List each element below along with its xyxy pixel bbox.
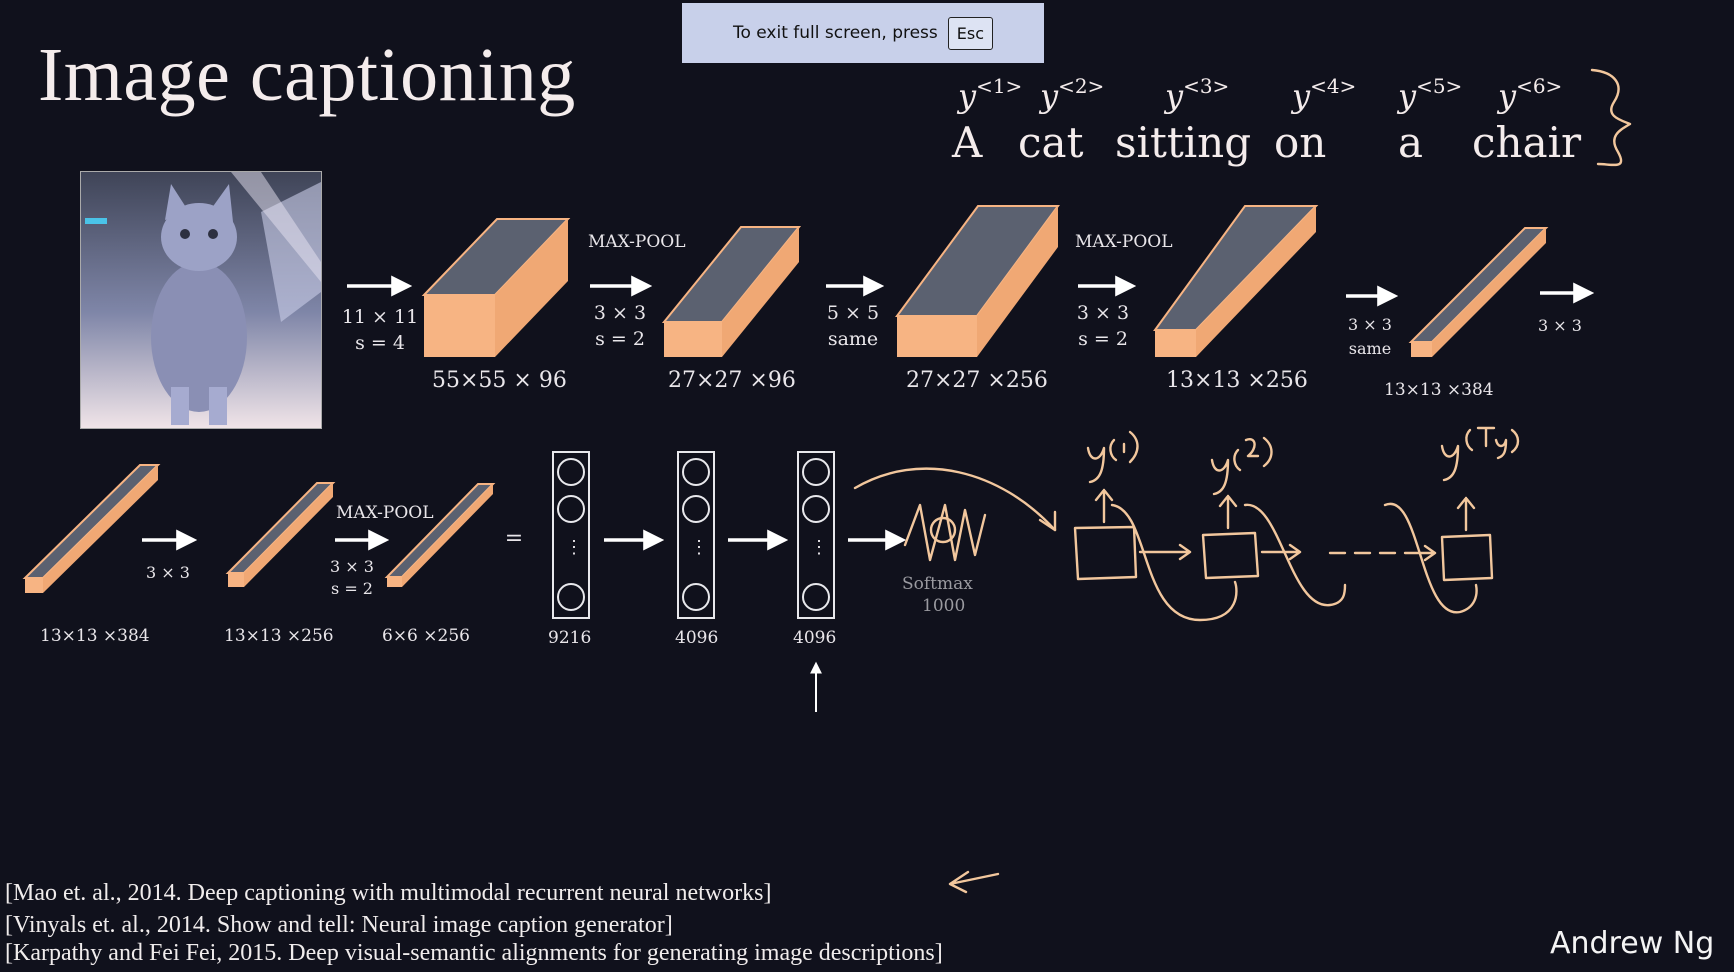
fullscreen-notice-text: To exit full screen, press <box>732 23 938 43</box>
maxpool-label-1: MAX-POOL <box>588 232 686 252</box>
caption-word-6: chair <box>1472 118 1582 167</box>
op-label-conv2: 5 × 5 same <box>826 302 880 350</box>
dim-label: 13×13 ×384 <box>1384 380 1494 400</box>
volume-55x55x96 <box>421 218 571 357</box>
fc-size-label: 4096 <box>793 628 837 648</box>
volume-27x27x256 <box>895 205 1060 357</box>
dim-label: 6×6 ×256 <box>382 626 470 646</box>
caption-word-4: on <box>1274 118 1327 167</box>
op-label-conv3: 3 × 3 same <box>1348 315 1392 358</box>
op-label-conv4: 3 × 3 <box>1538 316 1582 335</box>
fc-layer-4096-b <box>797 451 835 619</box>
fc-ellipsis: ⋮ <box>810 537 828 558</box>
handwritten-annotations <box>853 68 1632 894</box>
caption-label-3: y<3> <box>1165 74 1230 115</box>
dim-label: 27×27 ×256 <box>906 368 1048 393</box>
volume-13x13x384-row2 <box>22 464 161 593</box>
dim-label: 13×13 ×256 <box>1166 368 1308 393</box>
volume-13x13x384-row1 <box>1408 227 1549 357</box>
op-label-pool1: 3 × 3 s = 2 <box>593 302 647 350</box>
caption-label-6: y<6> <box>1498 74 1563 115</box>
fc-layer-4096-a <box>677 451 715 619</box>
fc-ellipsis: ⋮ <box>565 537 583 558</box>
caption-word-5: a <box>1398 118 1424 167</box>
dim-label: 13×13 ×256 <box>224 626 334 646</box>
caption-label-2: y<2> <box>1040 74 1105 115</box>
op-label-conv1: 11 × 11 s = 4 <box>341 306 419 354</box>
fc-size-label: 9216 <box>548 628 592 648</box>
softmax-size: 1000 <box>922 596 966 616</box>
fc-size-label: 4096 <box>675 628 719 648</box>
volume-13x13x256 <box>1153 205 1319 357</box>
slide-title: Image captioning <box>38 33 576 117</box>
author-signature: Andrew Ng <box>1550 926 1715 961</box>
fullscreen-exit-notice: To exit full screen, press Esc <box>682 3 1044 63</box>
volume-6x6x256 <box>384 483 496 587</box>
maxpool-label-3: MAX-POOL <box>336 503 434 523</box>
fc-layer-9216 <box>552 451 590 619</box>
caption-word-3: sitting <box>1115 118 1252 167</box>
op-label-pool2: 3 × 3 s = 2 <box>1076 302 1130 350</box>
reference-2: [Vinyals et. al., 2014. Show and tell: N… <box>5 912 673 938</box>
caption-label-1: y<1> <box>958 74 1023 115</box>
reference-1: [Mao et. al., 2014. Deep captioning with… <box>5 880 772 906</box>
dim-label: 55×55 × 96 <box>432 368 567 393</box>
volume-27x27x96 <box>661 226 802 357</box>
caption-label-5: y<5> <box>1398 74 1463 115</box>
op-label-conv5: 3 × 3 <box>146 563 190 582</box>
caption-word-1: A <box>952 118 983 167</box>
fc-ellipsis: ⋮ <box>690 537 708 558</box>
reference-3: [Karpathy and Fei Fei, 2015. Deep visual… <box>5 940 943 966</box>
equals-sign: = <box>504 526 524 551</box>
maxpool-label-2: MAX-POOL <box>1075 232 1173 252</box>
op-label-pool3: 3 × 3 s = 2 <box>330 557 374 598</box>
caption-word-2: cat <box>1018 118 1084 167</box>
volume-13x13x256-row2 <box>225 482 336 587</box>
softmax-label: Softmax <box>902 574 973 594</box>
dim-label: 13×13 ×384 <box>40 626 150 646</box>
dim-label: 27×27 ×96 <box>668 368 796 393</box>
caption-label-4: y<4> <box>1292 74 1357 115</box>
esc-key-badge[interactable]: Esc <box>947 16 994 50</box>
cat-photo <box>80 171 322 429</box>
